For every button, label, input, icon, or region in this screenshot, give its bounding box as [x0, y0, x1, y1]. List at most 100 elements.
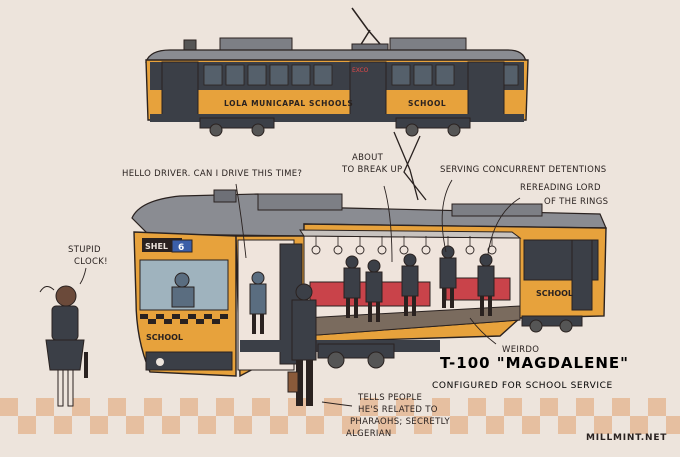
door	[349, 61, 387, 119]
checker-square	[156, 314, 164, 319]
top-tram: LOLA MUNICAPAL SCHOOLS SCHOOL EXCO	[145, 7, 529, 137]
tram-window	[413, 64, 433, 86]
tram-window	[435, 64, 455, 86]
checker-square	[576, 398, 594, 416]
roof-vent	[183, 39, 197, 51]
roof-box	[389, 37, 467, 51]
front-bumper	[145, 351, 233, 371]
passenger	[401, 253, 419, 316]
tram-window	[313, 64, 333, 86]
passenger	[343, 255, 361, 318]
checker-square	[324, 398, 342, 416]
checker-square	[18, 416, 36, 434]
note-serving-detentions: SERVING CONCURRENT DETENTIONS	[440, 165, 606, 175]
checker-square	[540, 398, 558, 416]
passenger	[249, 271, 267, 334]
door	[161, 61, 199, 119]
checker-square	[396, 398, 414, 416]
bogie	[521, 315, 583, 333]
hand-strap	[421, 245, 431, 255]
checker-square	[342, 416, 360, 434]
checker-square	[72, 398, 90, 416]
hand-strap	[465, 245, 475, 255]
checker-square	[188, 314, 196, 319]
note-lotr: OF THE RINGS	[544, 197, 608, 207]
roof-box	[257, 193, 343, 211]
note-tells-1: TELLS PEOPLE	[357, 393, 422, 403]
checker-square	[172, 314, 180, 319]
hand-strap	[355, 245, 365, 255]
checker-square	[612, 398, 630, 416]
checkered-floor	[0, 398, 680, 434]
checker-square	[630, 416, 648, 434]
note-about: ABOUT	[352, 153, 384, 163]
passenger	[365, 259, 383, 322]
checker-square	[216, 398, 234, 416]
checker-square	[234, 416, 252, 434]
checker-square	[378, 416, 396, 434]
tram-window	[225, 64, 245, 86]
checker-square	[204, 314, 212, 319]
checker-square	[432, 398, 450, 416]
note-tells-2: HE'S RELATED TO	[358, 405, 438, 415]
checker-square	[36, 398, 54, 416]
student-girl	[39, 285, 88, 407]
top-tram-side-text: LOLA MUNICAPAL SCHOOLS	[224, 99, 353, 108]
checker-square	[504, 398, 522, 416]
annotation-pointers	[79, 179, 521, 407]
tram-window	[269, 64, 289, 86]
checker-square	[148, 319, 156, 324]
note-tells-3: PHARAOHS; SECRETLY	[350, 417, 450, 427]
side-text: SCHOOL	[536, 289, 573, 298]
destination-text: SHEL	[145, 242, 168, 251]
top-tram-route-sign: EXCO	[352, 67, 369, 74]
bogie	[199, 117, 275, 137]
bogie	[317, 343, 395, 369]
tram-window	[291, 64, 311, 86]
checker-square	[450, 416, 468, 434]
note-clock: CLOCK!	[74, 257, 108, 267]
rear-door	[571, 239, 593, 311]
route-number: 6	[178, 243, 184, 253]
checker-square	[666, 416, 680, 434]
checker-square	[486, 416, 504, 434]
checker-square	[162, 416, 180, 434]
checker-square	[164, 319, 172, 324]
hand-straps	[311, 236, 497, 255]
checker-square	[126, 416, 144, 434]
roof-box	[219, 37, 293, 51]
note-hello-driver: HELLO DRIVER. CAN I DRIVE THIS TIME?	[122, 169, 302, 179]
hand-strap	[399, 245, 409, 255]
pantograph-link	[393, 131, 427, 201]
checker-square	[196, 319, 204, 324]
checker-square	[180, 319, 188, 324]
hand-strap	[333, 245, 343, 255]
checker-square	[522, 416, 540, 434]
note-stupid: STUPID	[68, 245, 101, 255]
passengers	[249, 245, 495, 334]
hand-strap	[311, 245, 321, 255]
checker-square	[90, 416, 108, 434]
checker-square	[468, 398, 486, 416]
checker-square	[108, 398, 126, 416]
hand-strap	[487, 245, 497, 255]
checker-square	[252, 398, 270, 416]
student-boy	[287, 283, 317, 406]
note-rereading: REREADING LORD	[520, 183, 601, 193]
pantograph-top	[351, 7, 381, 47]
caption-title: T-100 "MAGDALENE"	[440, 354, 629, 372]
checker-square	[140, 314, 148, 319]
driver-body	[171, 286, 195, 308]
signature: MILLMINT.NET	[586, 433, 667, 443]
checker-square	[270, 416, 288, 434]
hand-strap	[377, 245, 387, 255]
top-tram-side-text-right: SCHOOL	[408, 99, 446, 108]
caption-subtitle: CONFIGURED FOR SCHOOL SERVICE	[432, 381, 613, 391]
checker-square	[414, 416, 432, 434]
checker-square	[360, 398, 378, 416]
checker-square	[198, 416, 216, 434]
skirt	[150, 114, 524, 122]
checker-square	[558, 416, 576, 434]
